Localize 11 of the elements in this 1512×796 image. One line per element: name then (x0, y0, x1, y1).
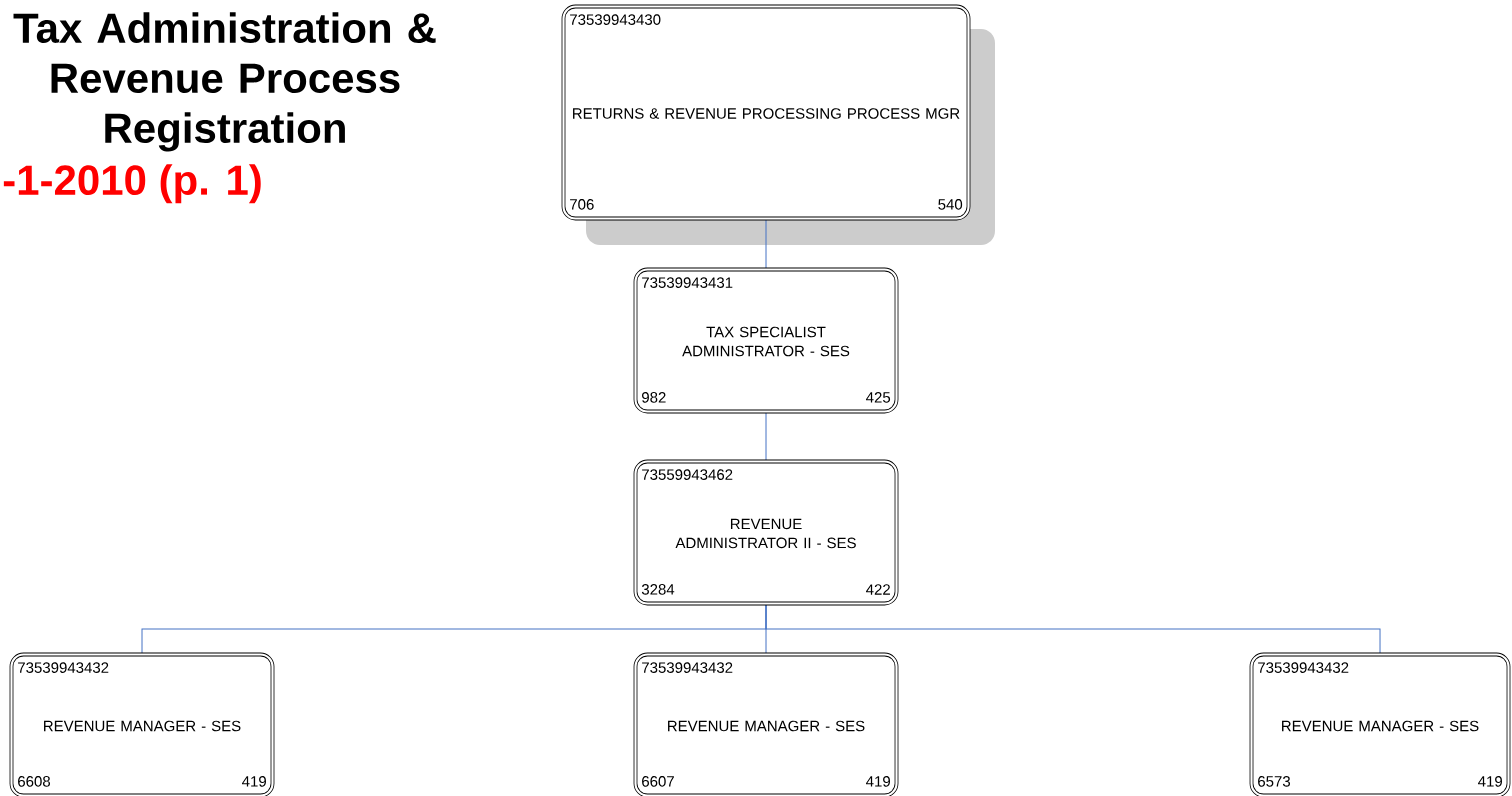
position-box: 73539943432 REVENUE MANAGER - SES 6608 419 (9, 652, 275, 796)
position-box: 73539943432 REVENUE MANAGER - SES 6573 419 (1249, 652, 1511, 796)
title: Tax Administration & Revenue Process Registration (13, 12, 436, 152)
connector-line (765, 412, 767, 461)
connector-line (765, 604, 1381, 654)
position-box: 73539943432 REVENUE MANAGER - SES 6607 419 (633, 652, 899, 796)
connector-line (765, 219, 767, 269)
position-box: 73559943462 REVENUE ADMINISTRATOR II - SES 3284 422 (633, 459, 899, 606)
position-box: 73539943430 RETURNS & REVENUE PROCESSING PROCESS MGR 706 540 (561, 4, 971, 221)
date-label: -1-2010 (p. 1) (3, 164, 261, 204)
position-box: 73539943431 TAX SPECIALIST ADMINISTRATOR - SES 982 425 (633, 267, 899, 414)
